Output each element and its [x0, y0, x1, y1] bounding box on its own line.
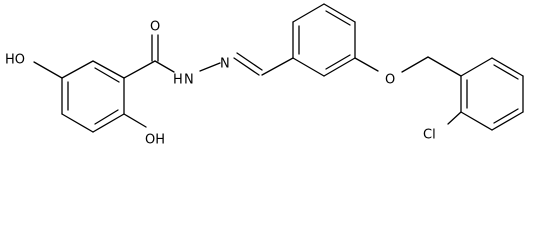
- molecule-diagram: HO OH O H N N O Cl: [5, 3, 524, 148]
- imine-double-bond-a: [233, 57, 260, 76]
- bond-ring-to-carbonyl: [123, 60, 156, 79]
- bond-ring-to-ether-o: [354, 57, 379, 72]
- bond-ether-o-to-ch2: [401, 56, 429, 73]
- bond-imine-to-ring: [261, 57, 294, 76]
- hydrazone-n-label: N: [220, 57, 230, 72]
- bond-to-bottom-hydroxyl: [123, 113, 147, 128]
- chlorine-label: Cl: [423, 128, 436, 143]
- bond-ch2-to-ring: [427, 56, 462, 77]
- hydroxyl-top-label: HO: [5, 53, 25, 68]
- imine-double-bond-b: [236, 52, 263, 71]
- carbonyl-oxygen-label: O: [150, 20, 160, 35]
- bond-carbonyl-to-nh: [154, 60, 175, 73]
- hydrazide-n-label: N: [184, 73, 194, 88]
- hydrazide-nh-label: H: [173, 73, 183, 88]
- hydroxyl-bottom-label: OH: [145, 133, 165, 148]
- central-benzene-ring: [292, 3, 356, 77]
- ether-oxygen-label: O: [385, 73, 395, 88]
- bond-ring-to-chlorine: [447, 111, 462, 125]
- bond-n-to-n: [199, 62, 221, 72]
- bond-to-top-hydroxyl: [33, 61, 63, 79]
- chlorophenyl-ring: [460, 57, 524, 131]
- dihydroxyphenyl-ring: [61, 60, 125, 133]
